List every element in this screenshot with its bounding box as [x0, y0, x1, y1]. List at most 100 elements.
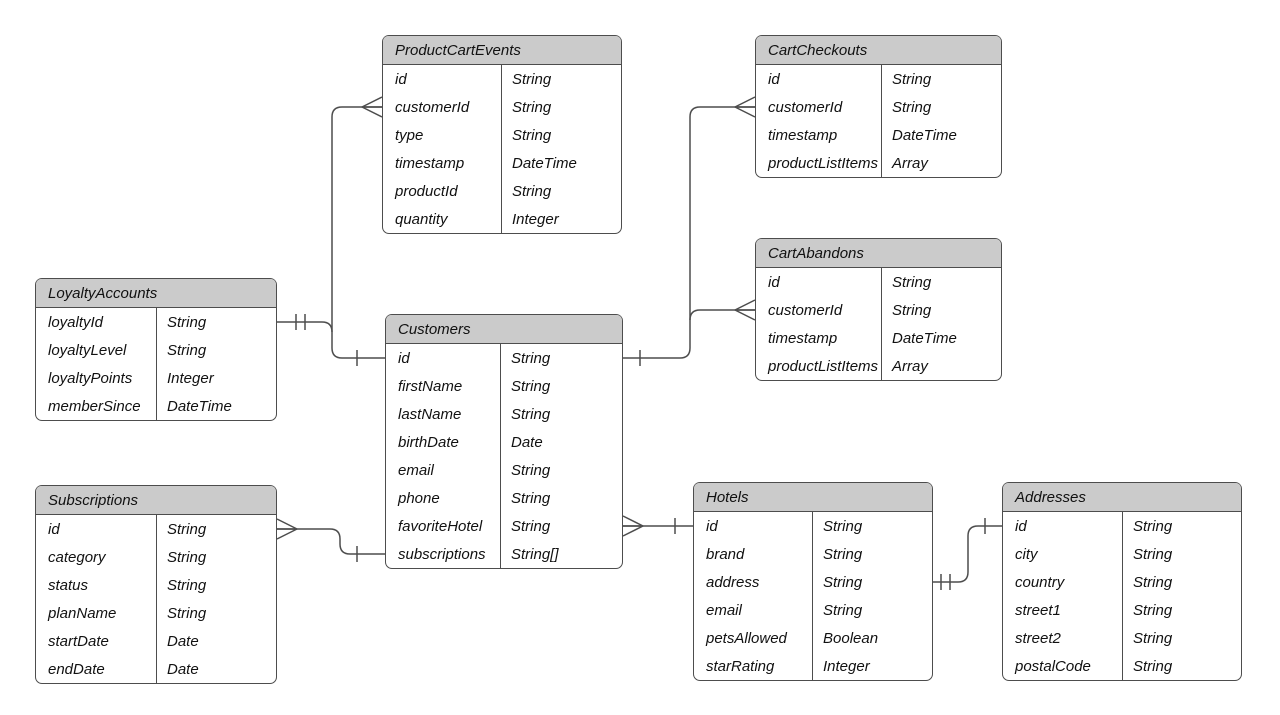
field-name: birthDate: [398, 433, 459, 451]
connector-loyaltyaccounts-customers[interactable]: [277, 314, 333, 333]
field-type: String: [500, 344, 622, 372]
field-name: timestamp: [768, 329, 838, 347]
connector-customers-cartcheckouts[interactable]: [623, 96, 756, 366]
connector-line[interactable]: [933, 525, 1002, 583]
field-name: email: [398, 461, 434, 479]
field-name: type: [395, 126, 424, 144]
field-name: id: [398, 349, 410, 367]
connector-customers-productcartevents[interactable]: [331, 96, 385, 366]
connector-line[interactable]: [623, 106, 755, 359]
field-type: Integer: [156, 364, 276, 392]
field-name: street2: [1015, 629, 1061, 647]
field-type: String: [156, 515, 276, 543]
field-type: String: [501, 93, 621, 121]
crowsfoot-many-icon: [734, 96, 756, 118]
field-row[interactable]: street2 String: [1003, 624, 1241, 652]
field-type: String: [812, 540, 932, 568]
field-name: timestamp: [395, 154, 465, 172]
connector-line[interactable]: [331, 106, 385, 359]
connector-line[interactable]: [689, 309, 755, 321]
connector-customers-hotels[interactable]: [622, 515, 693, 537]
entity-title: ProductCartEvents: [383, 36, 621, 65]
connector-customers-cartabandons[interactable]: [689, 299, 756, 321]
field-name: id: [48, 520, 60, 538]
connector-line[interactable]: [277, 528, 385, 555]
field-type: String: [500, 484, 622, 512]
field-name: email: [706, 601, 742, 619]
field-type: String: [156, 571, 276, 599]
field-type: String: [812, 568, 932, 596]
connector-line[interactable]: [277, 321, 333, 333]
field-name: petsAllowed: [706, 629, 787, 647]
field-row[interactable]: id String: [386, 344, 622, 372]
field-name: customerId: [768, 98, 843, 116]
field-type: String: [156, 599, 276, 627]
crowsfoot-many-icon: [361, 96, 383, 118]
field-type: DateTime: [156, 392, 276, 420]
field-name: id: [768, 70, 780, 88]
connector-hotels-addresses[interactable]: [933, 518, 1002, 590]
field-type: String: [501, 65, 621, 93]
field-name: productListItems: [768, 357, 879, 375]
field-row[interactable]: id String: [36, 515, 276, 543]
field-name: postalCode: [1015, 657, 1091, 675]
field-name: subscriptions: [398, 545, 486, 563]
field-type: String[]: [500, 540, 622, 568]
field-type: String: [1122, 624, 1241, 652]
field-name: id: [706, 517, 718, 535]
entity-title: Hotels: [694, 483, 932, 512]
connector-subscriptions-customers[interactable]: [276, 518, 385, 562]
field-row[interactable]: subscriptions String[]: [386, 540, 622, 568]
